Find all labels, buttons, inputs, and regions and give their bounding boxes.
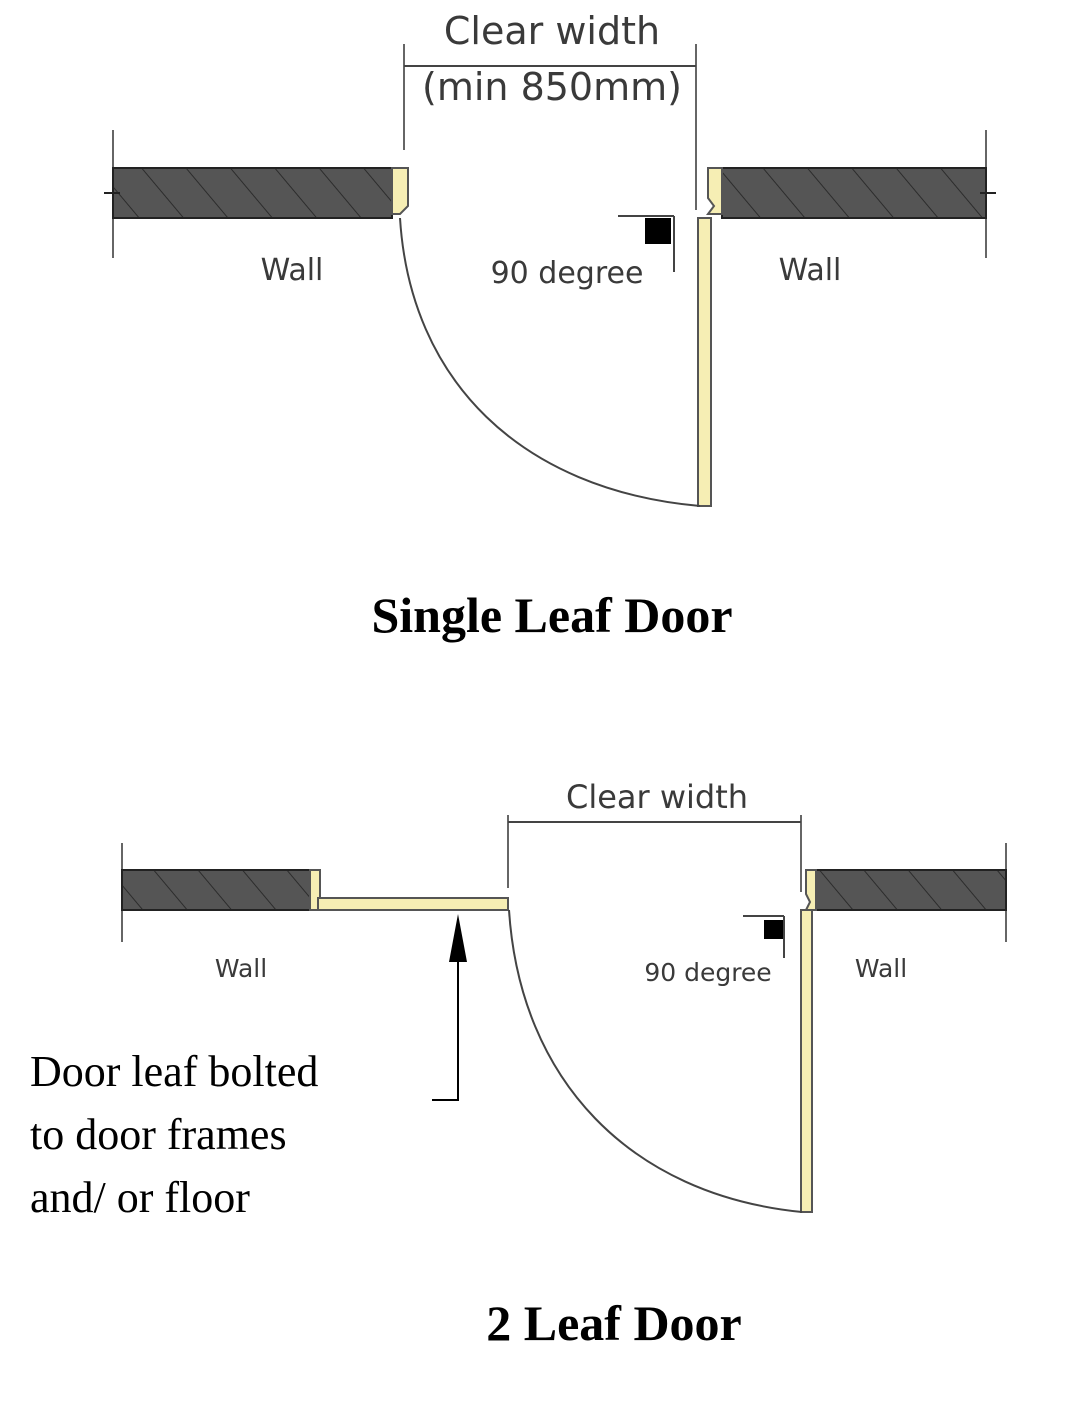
single-door-frame-left [391,167,409,215]
single-door-frame-right [706,167,723,215]
single-angle-label: 90 degree [491,256,644,291]
double-door-swing-arc [508,909,803,1213]
double-wall-right [815,843,1007,942]
single-wall-left [104,130,393,258]
note-line-1: Door leaf bolted [30,1047,318,1096]
single-door-swing-arc [399,217,701,507]
single-wall-left-label: Wall [261,253,324,288]
note-line-2: to door frames [30,1110,287,1159]
bolted-leaf-leader-arrow [432,914,467,1101]
single-right-angle-marker [618,215,675,272]
two-leaf-door-title: 2 Leaf Door [486,1295,742,1351]
single-leaf-door-diagram: Clear width (min 850mm) Wall [104,9,996,643]
double-clear-width-dimension: Clear width [507,778,802,892]
double-fixed-door-leaf [317,897,509,911]
double-right-angle-marker [743,915,785,958]
single-wall-right-label: Wall [779,253,842,288]
two-leaf-door-diagram: Clear width W [30,778,1007,1351]
single-door-leaf [697,217,712,507]
bolted-leaf-note: Door leaf bolted to door frames and/ or … [30,1047,318,1222]
single-clear-width-dimension: Clear width (min 850mm) [403,9,697,210]
double-wall-right-label: Wall [855,954,907,983]
double-opening-door-leaf [800,909,813,1213]
single-clear-width-label: Clear width [444,9,660,53]
single-clear-width-min-label: (min 850mm) [422,65,682,109]
single-wall-right [721,130,996,258]
double-clear-width-label: Clear width [566,778,748,816]
double-angle-label: 90 degree [644,958,771,987]
double-door-frame-right [804,869,817,911]
note-line-3: and/ or floor [30,1173,250,1222]
double-wall-left-label: Wall [215,954,267,983]
single-leaf-door-title: Single Leaf Door [371,587,732,643]
double-wall-left [121,843,311,942]
